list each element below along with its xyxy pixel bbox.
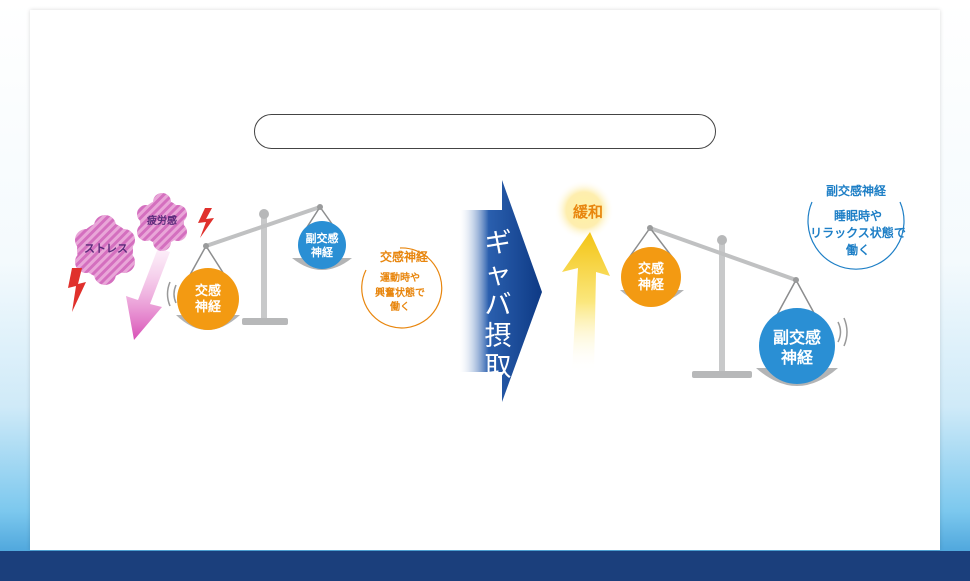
left-sympathetic-label: 交感神経 <box>194 284 221 316</box>
bottom-bar <box>0 551 970 581</box>
gaba-arrow-icon <box>460 180 542 402</box>
left-sympathetic-ball <box>177 268 239 330</box>
right-callout-title: 副交感神経 <box>825 184 886 198</box>
left-scale <box>166 204 352 330</box>
lightning-icon <box>198 208 214 238</box>
right-sympathetic-ball <box>621 247 681 307</box>
left-parasympathetic-ball <box>298 221 346 269</box>
down-arrow-icon <box>126 248 170 340</box>
right-parasympathetic-label: 副交感神経 <box>772 328 821 367</box>
fatigue-burst <box>137 193 187 251</box>
relief-label: 緩和 <box>572 203 603 221</box>
right-callout-text: 睡眠時やリラックス状態で働く <box>810 209 906 257</box>
left-callout-title: 交感神経 <box>379 250 428 264</box>
stress-label: ストレス <box>84 242 128 255</box>
left-callout-circle <box>361 247 443 329</box>
fatigue-label: 疲労感 <box>147 216 177 227</box>
right-scale <box>620 225 848 386</box>
glow-icon <box>554 180 614 240</box>
left-callout-text: 運動時や興奮状態で働く <box>375 273 425 313</box>
stress-burst <box>75 215 135 285</box>
right-callout-circle <box>807 201 905 270</box>
left-parasympathetic-label: 副交感神経 <box>305 232 339 259</box>
gaba-intake-label: ギャバ摂取 <box>484 228 512 383</box>
lightning-icon <box>68 268 86 312</box>
up-arrow-icon <box>562 232 610 372</box>
title-box <box>254 114 716 149</box>
right-sympathetic-label: 交感神経 <box>637 262 664 294</box>
right-parasympathetic-ball <box>759 308 835 384</box>
